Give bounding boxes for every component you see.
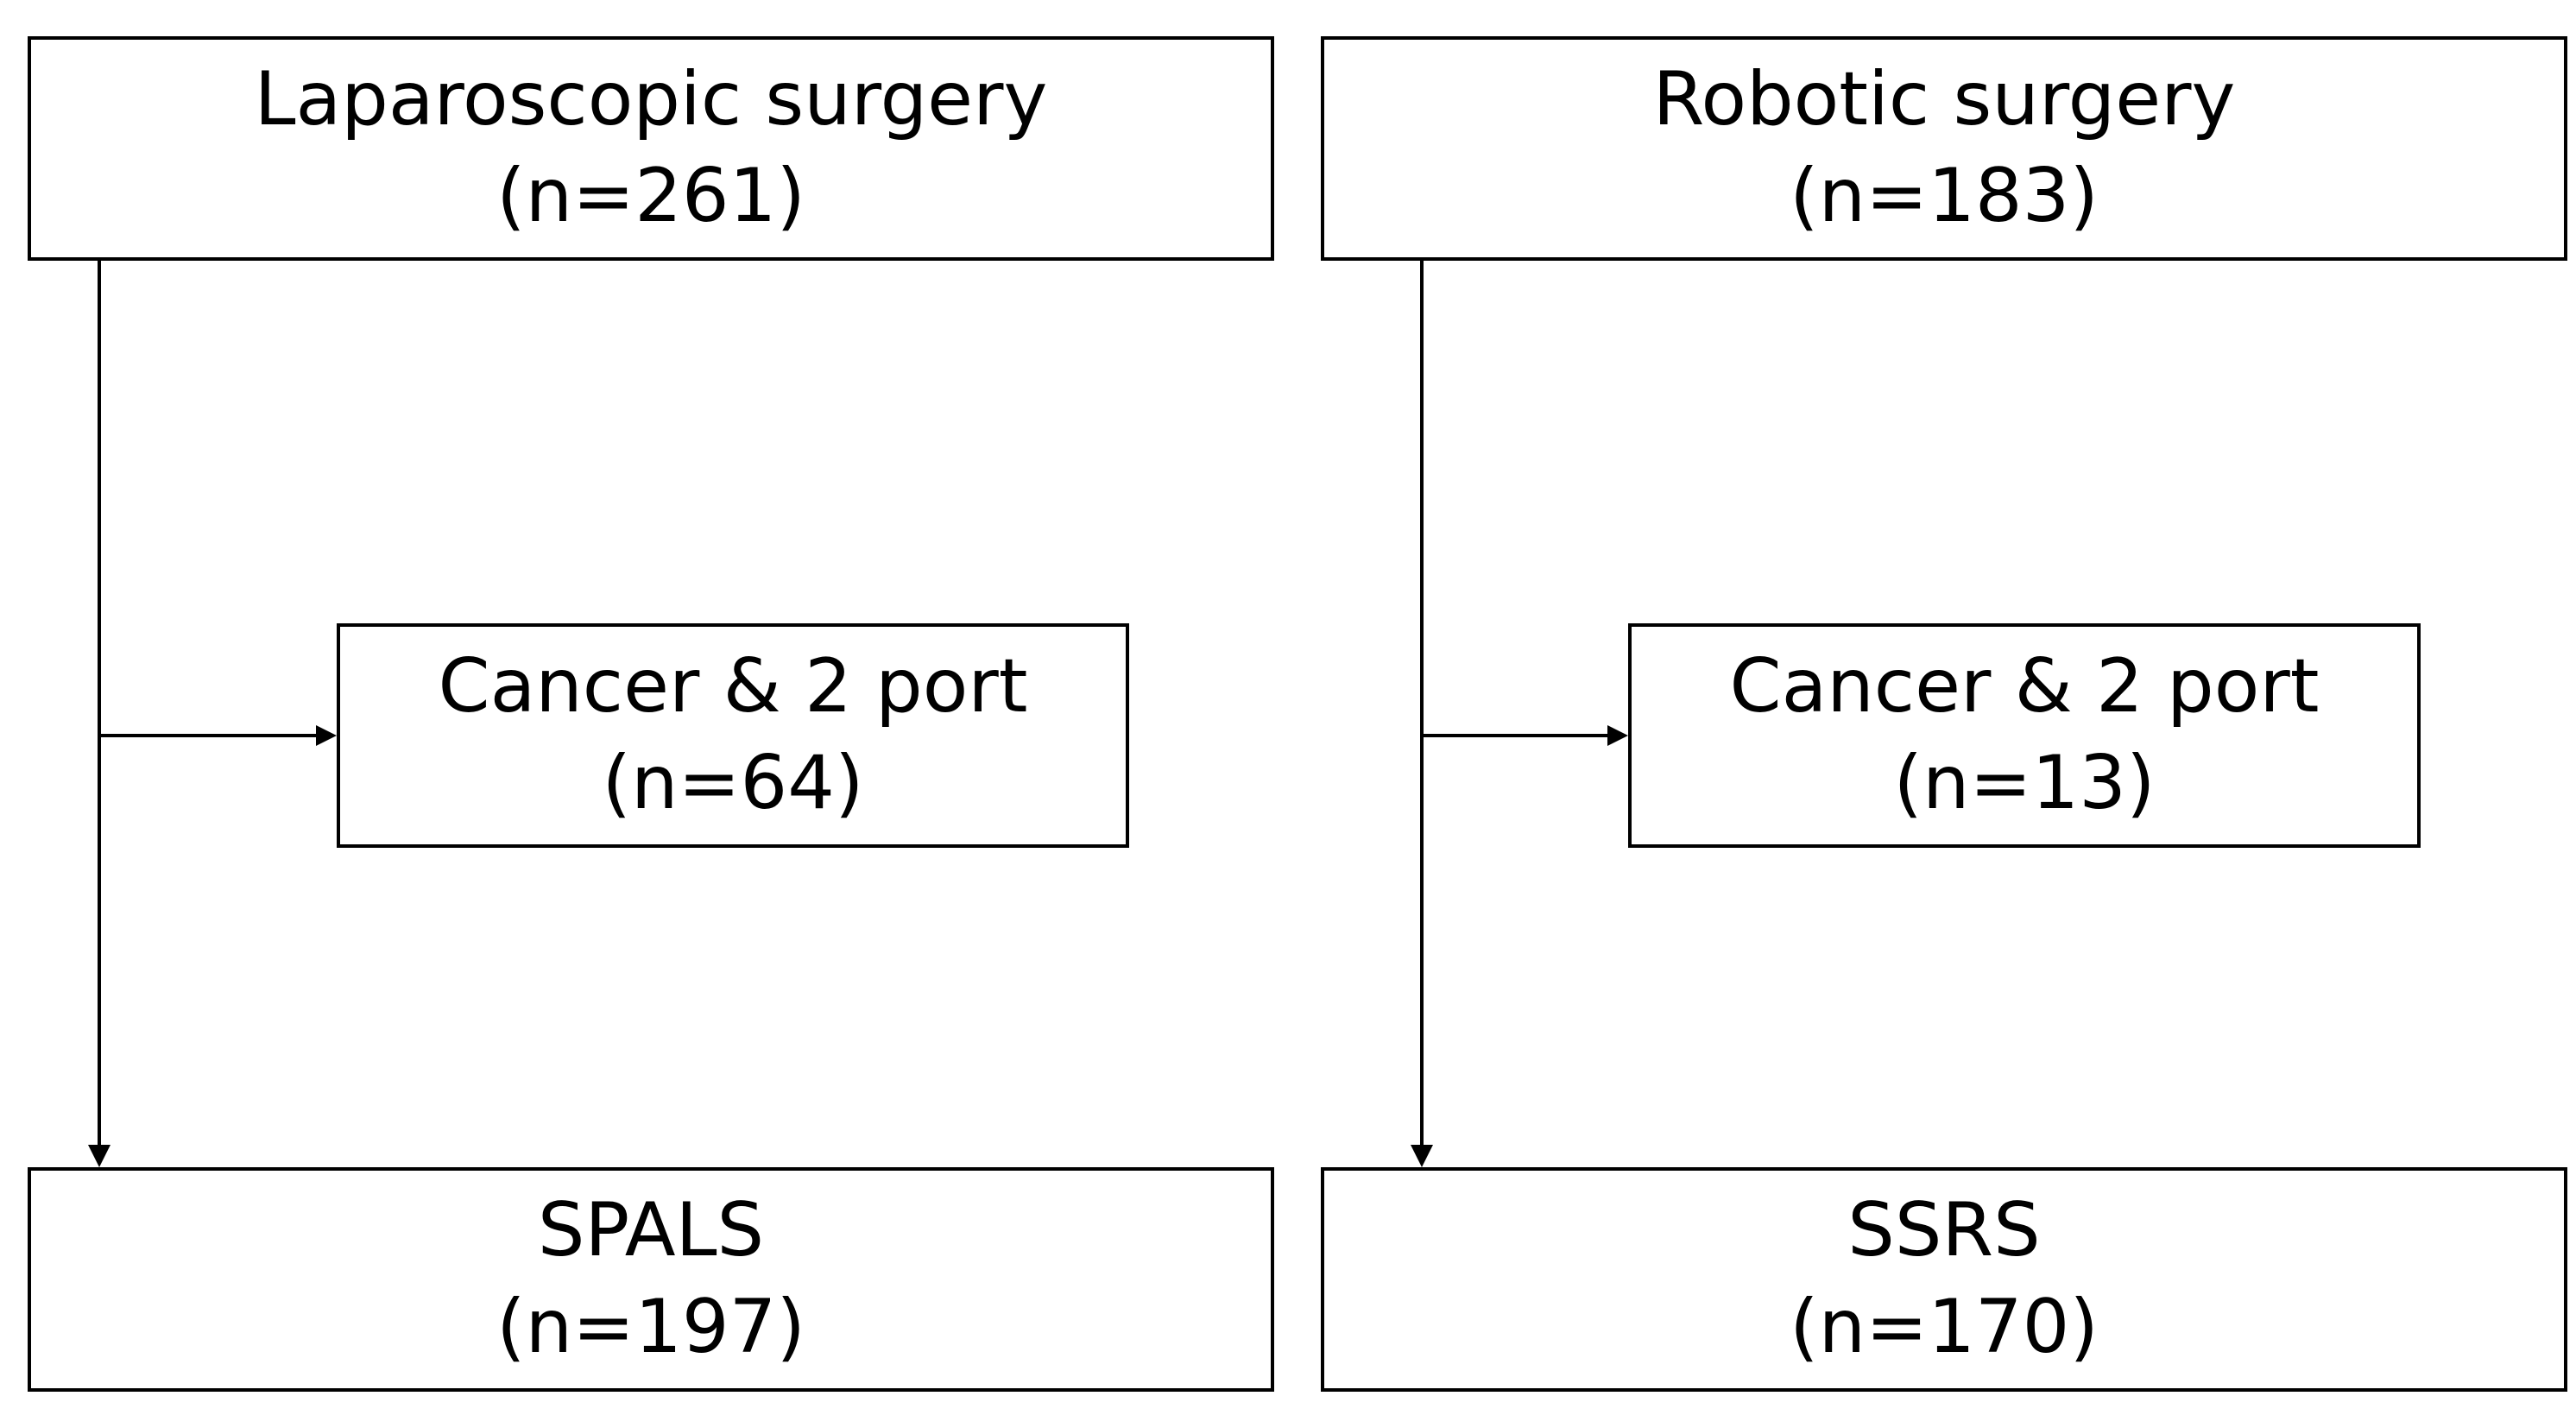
laparoscopic-surgery-box: Laparoscopic surgery (n=261) <box>28 36 1274 261</box>
robotic-excluded-title: Cancer & 2 port <box>1729 643 2320 730</box>
robotic-surgery-count: (n=183) <box>1790 153 2099 239</box>
arrowhead-laparoscopic-excluded <box>316 725 337 746</box>
robotic-excluded-count: (n=13) <box>1893 740 2156 826</box>
spals-title: SPALS <box>537 1187 765 1274</box>
laparoscopic-surgery-count: (n=261) <box>496 153 805 239</box>
ssrs-count: (n=170) <box>1790 1284 2099 1370</box>
arrowhead-spals <box>88 1145 110 1167</box>
robotic-surgery-title: Robotic surgery <box>1652 56 2236 143</box>
ssrs-box: SSRS (n=170) <box>1321 1167 2567 1392</box>
arrowhead-ssrs <box>1411 1145 1433 1167</box>
robotic-excluded-box: Cancer & 2 port (n=13) <box>1628 623 2421 848</box>
laparoscopic-excluded-title: Cancer & 2 port <box>438 643 1028 730</box>
laparoscopic-surgery-title: Laparoscopic surgery <box>254 56 1048 143</box>
laparoscopic-excluded-count: (n=64) <box>602 740 864 826</box>
spals-count: (n=197) <box>496 1284 805 1370</box>
spals-box: SPALS (n=197) <box>28 1167 1274 1392</box>
robotic-surgery-box: Robotic surgery (n=183) <box>1321 36 2567 261</box>
laparoscopic-excluded-box: Cancer & 2 port (n=64) <box>337 623 1129 848</box>
arrowhead-robotic-excluded <box>1607 725 1628 746</box>
ssrs-title: SSRS <box>1847 1187 2041 1274</box>
